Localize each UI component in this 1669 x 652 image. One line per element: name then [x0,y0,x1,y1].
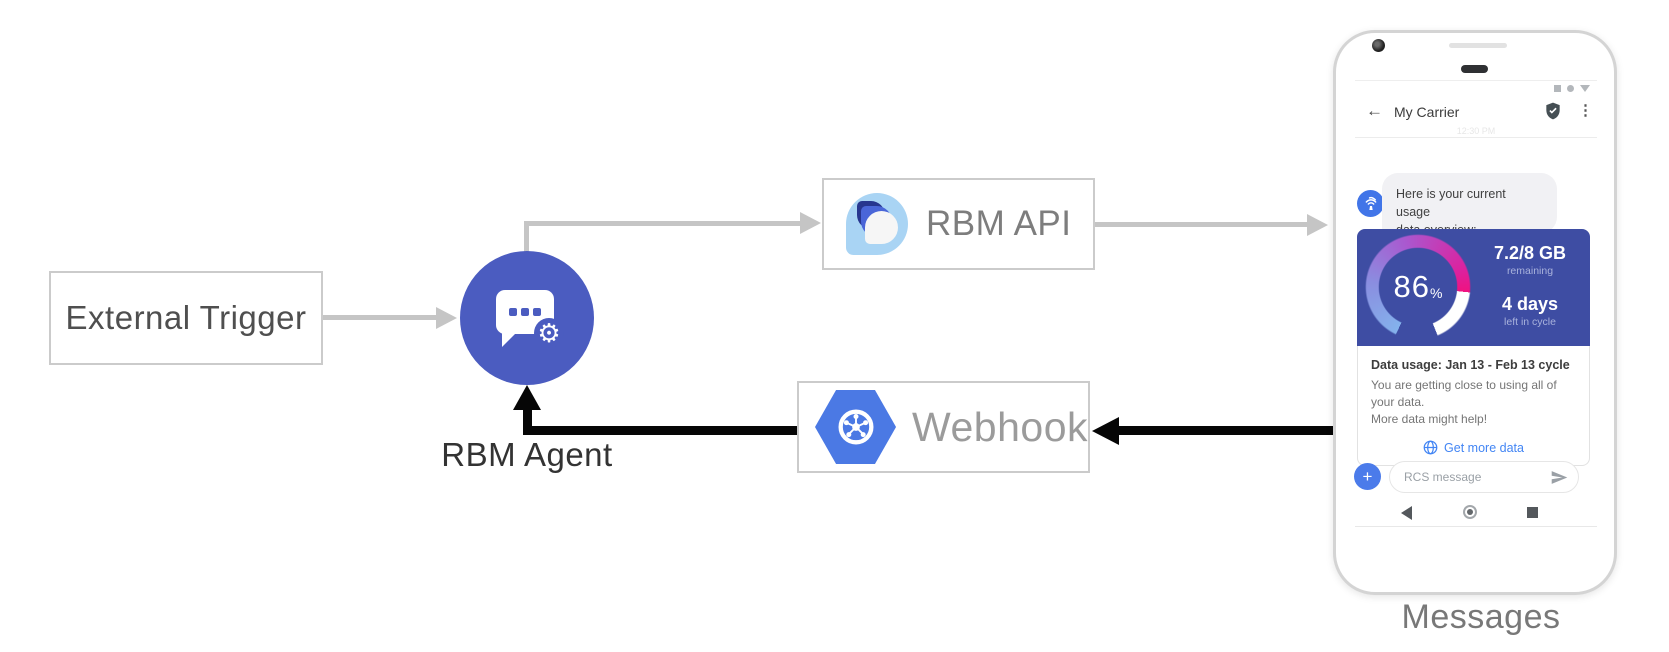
webhook-node: Webhook [797,381,1090,473]
conversation-title: My Carrier [1394,104,1460,120]
arrow-phone-to-webhook [1112,426,1333,435]
rbm-agent-label: RBM Agent [441,436,613,473]
usage-card-hero: 86 % 7.2/8 GB remaining 4 days left in c… [1357,229,1590,346]
arrowhead-webhook-to-agent [513,385,541,410]
arrow-api-to-phone [1095,222,1308,227]
speaker-slot [1449,43,1507,48]
nav-home-button[interactable] [1463,505,1477,519]
compose-bar [1389,461,1579,493]
globe-icon [1423,441,1438,455]
remaining-label: remaining [1506,265,1554,277]
phone-mockup: ← My Carrier ⋮ 12:30 PM Here [1333,30,1617,595]
remaining-value: 7.2/8 GB [1493,243,1567,263]
front-camera-icon [1372,39,1385,52]
rbm-api-label: RBM API [926,204,1072,243]
status-circle-icon [1567,85,1574,92]
webhook-label: Webhook [912,403,1088,450]
usage-card-info: Data usage: Jan 13 - Feb 13 cycle You ar… [1357,346,1590,466]
arrowhead-trigger-to-agent [436,307,457,329]
message-timestamp: 12:30 PM [1456,126,1496,136]
chat-agent-icon: ⚙ [494,288,564,348]
rbm-api-logo-icon [846,193,908,255]
usage-gauge [1365,234,1471,340]
android-nav-bar [1355,504,1597,522]
usage-percent: 86 % [1393,269,1443,304]
phone-screen: ← My Carrier ⋮ 12:30 PM Here [1354,80,1597,527]
arrow-trigger-to-agent [323,315,437,320]
status-triangle-icon [1580,85,1590,92]
back-arrow-icon[interactable]: ← [1366,101,1383,120]
nav-back-button[interactable] [1401,506,1412,520]
cycle-days-value: 4 days [1501,294,1559,314]
verified-shield-icon [1543,101,1563,121]
usage-card: 86 % 7.2/8 GB remaining 4 days left in c… [1357,229,1590,466]
rbm-agent-node: ⚙ [460,251,594,385]
carrier-avatar [1357,190,1384,217]
arrow-agent-to-api-horizontal [524,221,801,226]
messages-caption: Messages [1401,598,1561,636]
status-square-icon [1554,85,1561,92]
external-trigger-node: External Trigger [49,271,323,365]
usage-info-line1: You are getting close to using all of yo… [1371,378,1557,409]
usage-info-title: Data usage: Jan 13 - Feb 13 cycle [1371,358,1570,372]
arrowhead-agent-to-api [800,212,821,234]
get-more-data-button[interactable]: Get more data [1371,440,1576,455]
gear-icon: ⚙ [534,318,564,348]
chat-bubble-line1: Here is your current usage [1396,187,1506,220]
get-more-data-label: Get more data [1444,440,1524,455]
rcs-message-input[interactable] [1404,470,1551,484]
header-divider [1355,137,1597,138]
webhook-hexagon-icon [815,390,897,464]
arrow-agent-to-api-vertical [524,221,529,253]
arrowhead-api-to-phone [1307,214,1328,236]
earpiece [1461,65,1488,73]
arrowhead-phone-to-webhook [1092,417,1119,445]
arrow-webhook-to-agent-horizontal [523,426,797,435]
cycle-days-label: left in cycle [1504,316,1556,328]
rbm-api-node: RBM API [822,178,1095,270]
send-icon[interactable] [1551,470,1568,485]
overflow-menu-icon[interactable]: ⋮ [1578,102,1593,119]
external-trigger-label: External Trigger [65,299,307,336]
chat-bubble: Here is your current usage data overview… [1382,173,1557,237]
attach-plus-button[interactable]: + [1354,463,1381,490]
usage-info-line2: More data might help! [1371,411,1488,426]
arrow-webhook-to-agent-vertical [523,407,532,431]
nav-recents-button[interactable] [1527,507,1538,518]
status-bar [1554,85,1590,92]
